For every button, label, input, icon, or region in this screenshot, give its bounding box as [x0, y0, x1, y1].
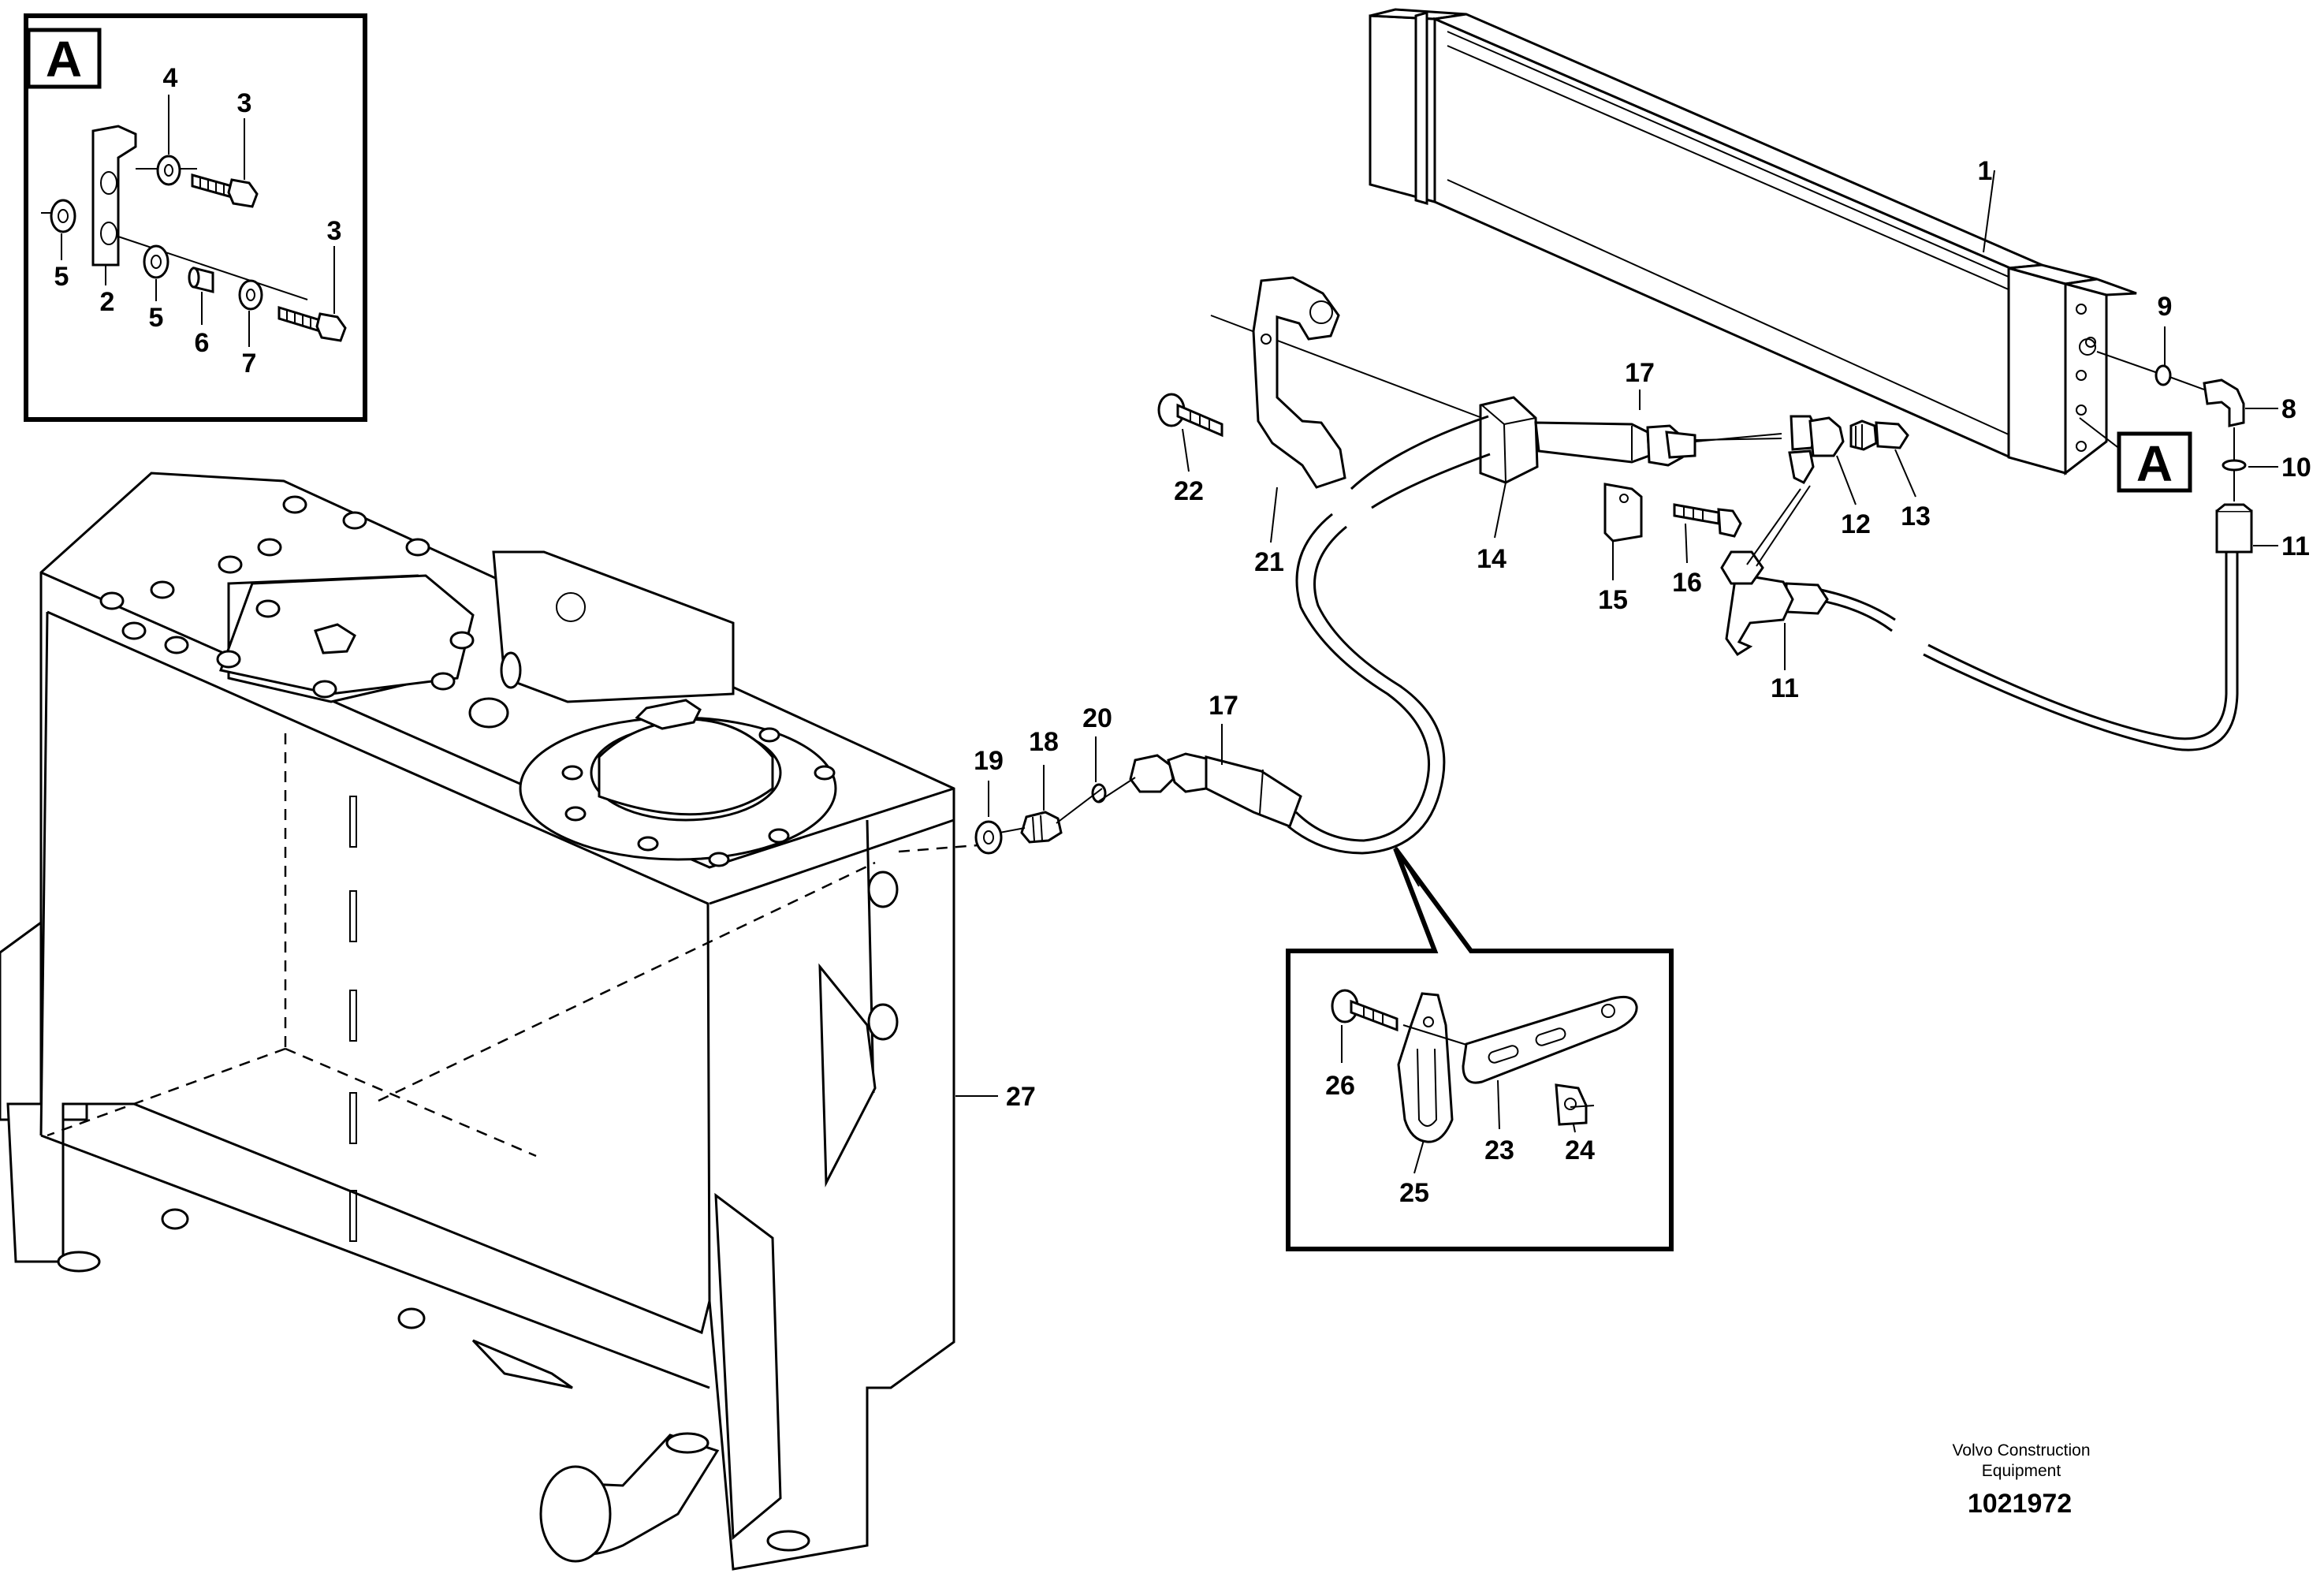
strap-23: [1462, 995, 1638, 1084]
callout-17-upper: 17: [1625, 358, 1655, 388]
spacer-6: [188, 267, 214, 293]
drawing-footer: Volvo Construction Equipment 1021972: [1952, 1441, 2090, 1519]
o-ring-20: [1091, 783, 1107, 803]
hose-17-lower: [1129, 752, 1302, 828]
washer-5-right: [143, 244, 169, 279]
hose-17-upper: [1534, 421, 1782, 467]
filler-cap: [519, 699, 837, 867]
bolt-16: [1673, 503, 1742, 538]
hydraulic-tank: [0, 472, 978, 1571]
bracket-plate: [91, 125, 137, 267]
tee-fitting-12: [1694, 415, 1845, 567]
washer-7: [238, 279, 263, 311]
nut-24: [1555, 1083, 1588, 1126]
ref-a-label: A: [2136, 435, 2173, 492]
callout-7: 7: [242, 349, 257, 378]
clip-25: [1397, 992, 1454, 1143]
bolt-3-bottom: [277, 305, 347, 342]
callout-6: 6: [195, 328, 210, 358]
callout-10: 10: [2281, 453, 2311, 483]
callout-5-left: 5: [54, 262, 69, 292]
washer-4: [156, 155, 181, 186]
callout-24: 24: [1565, 1135, 1595, 1165]
callout-12: 12: [1841, 509, 1871, 539]
inset-a-label: A: [46, 31, 82, 88]
callout-13: 13: [1901, 501, 1931, 531]
callout-18: 18: [1029, 727, 1059, 757]
view-a-reference: A: [2079, 417, 2192, 493]
callout-14: 14: [1477, 544, 1507, 574]
washer-5-left: [50, 199, 76, 233]
bracket-21: [1210, 276, 1483, 489]
callout-20: 20: [1082, 703, 1112, 733]
company-line-2: Equipment: [1982, 1462, 2061, 1480]
elbow-8: [2203, 378, 2245, 427]
callout-4: 4: [163, 63, 178, 93]
callout-26: 26: [1325, 1071, 1355, 1101]
hose-11: [1720, 550, 2239, 751]
nipple-18: [1020, 811, 1063, 844]
o-ring-9: [2155, 364, 2172, 386]
washer-19: [974, 820, 1003, 855]
callout-11-right: 11: [2281, 531, 2310, 561]
right-fittings: [2096, 351, 2253, 554]
top-bolts: [99, 495, 475, 699]
callout-11-bottom: 11: [1771, 673, 1799, 703]
oil-cooler: [1369, 8, 2137, 476]
callout-5-right: 5: [149, 303, 164, 333]
callout-23: 23: [1484, 1135, 1514, 1165]
callout-3-bottom: 3: [327, 216, 342, 246]
callout-1: 1: [1978, 156, 1993, 186]
callout-15: 15: [1598, 585, 1628, 615]
inset-a: A: [24, 13, 367, 422]
callout-8: 8: [2281, 394, 2296, 424]
callout-9: 9: [2158, 292, 2173, 322]
bolt-3-top: [191, 173, 259, 208]
callout-16: 16: [1672, 568, 1702, 598]
bolt-26: [1331, 989, 1398, 1032]
drawing-number: 1021972: [1968, 1489, 2072, 1519]
plate-15: [1603, 483, 1643, 542]
callout-21: 21: [1254, 547, 1284, 577]
callout-27: 27: [1006, 1082, 1036, 1112]
callout-2: 2: [100, 287, 115, 317]
clamp-block-14: [1479, 396, 1539, 484]
main-hose: [1287, 415, 1491, 887]
o-ring-10: [2222, 459, 2247, 472]
adapter-13: [1849, 419, 1909, 451]
callout-22: 22: [1174, 476, 1204, 506]
bolt-22: [1157, 393, 1223, 438]
callout-17-lower: 17: [1209, 691, 1238, 721]
detail-inset: 26 25 23 24: [1286, 847, 1674, 1251]
company-line-1: Volvo Construction: [1952, 1441, 2090, 1460]
callout-3-top: 3: [237, 88, 252, 118]
callout-25: 25: [1399, 1178, 1429, 1208]
callout-19: 19: [974, 746, 1004, 776]
